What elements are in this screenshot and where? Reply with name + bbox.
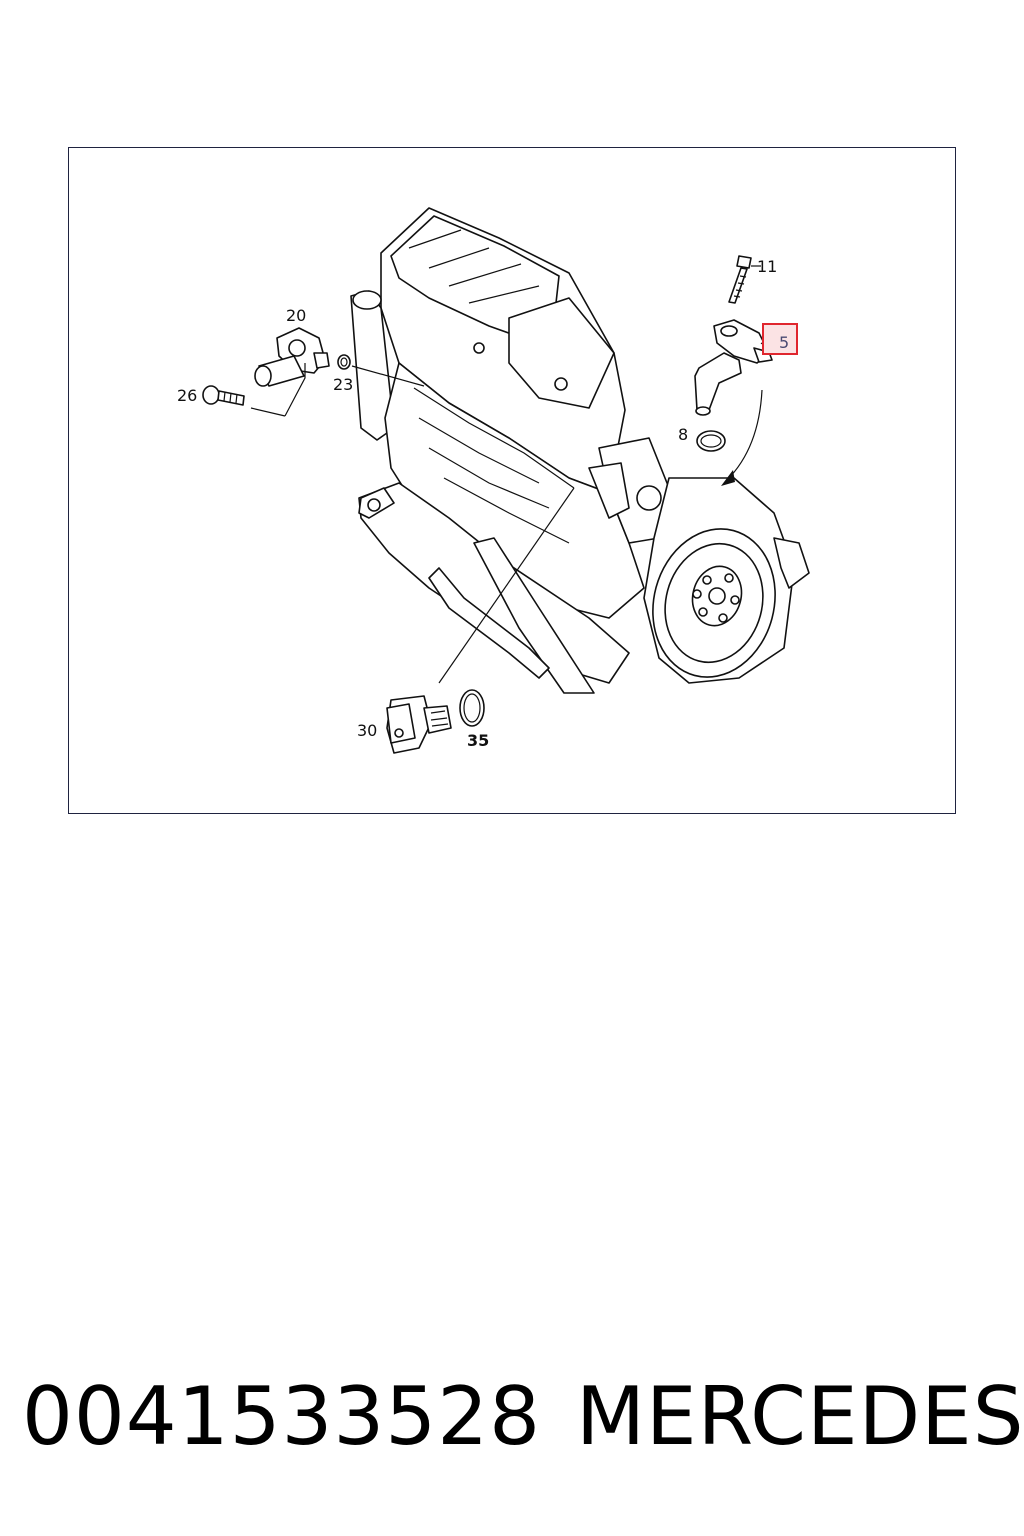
leader-lines bbox=[250, 265, 774, 684]
part-8-oring bbox=[696, 430, 726, 452]
part-26-screw bbox=[202, 385, 245, 406]
callout-5: 5 bbox=[779, 333, 789, 352]
brand-name: MERCEDES bbox=[576, 1370, 1024, 1463]
part-23-oring bbox=[337, 354, 351, 370]
part-5-sensor bbox=[694, 319, 773, 416]
part-35-oring bbox=[459, 689, 485, 727]
part-30-sensor bbox=[386, 695, 452, 754]
callout-labels: 11 5 20 23 26 8 30 35 bbox=[177, 257, 798, 750]
part-20-sensor bbox=[254, 327, 330, 387]
callout-5-highlight bbox=[762, 323, 798, 355]
callout-11: 11 bbox=[757, 257, 777, 276]
part-number: 0041533528 bbox=[22, 1370, 541, 1463]
engine-exploded-diagram: 11 5 20 23 26 8 30 35 bbox=[177, 207, 810, 754]
callout-26: 26 bbox=[177, 386, 197, 405]
callout-35: 35 bbox=[467, 731, 489, 750]
callout-23: 23 bbox=[333, 375, 353, 394]
part-11-bolt bbox=[728, 255, 752, 304]
callout-30: 30 bbox=[357, 721, 377, 740]
callout-20: 20 bbox=[286, 306, 306, 325]
engine-block bbox=[350, 207, 810, 694]
callout-8: 8 bbox=[678, 425, 688, 444]
product-caption: 0041533528 MERCEDES bbox=[0, 1370, 1024, 1470]
parts-diagram-frame: 11 5 20 23 26 8 30 35 bbox=[68, 147, 956, 814]
